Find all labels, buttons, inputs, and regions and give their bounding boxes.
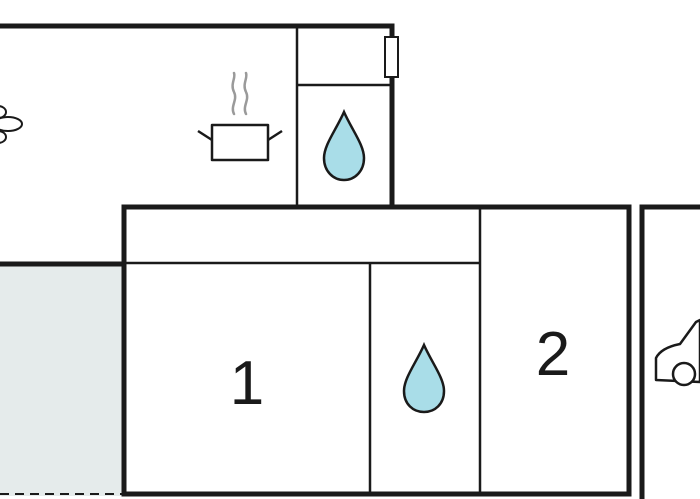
water-drop-icon — [402, 341, 446, 414]
cooking-pot-icon — [197, 71, 283, 162]
car-icon — [654, 318, 700, 387]
water-drop-icon — [322, 108, 366, 182]
bedroom-wing-outer-wall — [121, 204, 632, 497]
flower-icon — [0, 105, 23, 144]
kitchen-outer-wall — [0, 23, 395, 210]
room-label-1: 1 — [230, 349, 264, 418]
room-label-2: 2 — [536, 320, 570, 389]
terrace-area — [0, 264, 124, 496]
carport-wall — [639, 204, 700, 499]
window — [384, 36, 399, 78]
